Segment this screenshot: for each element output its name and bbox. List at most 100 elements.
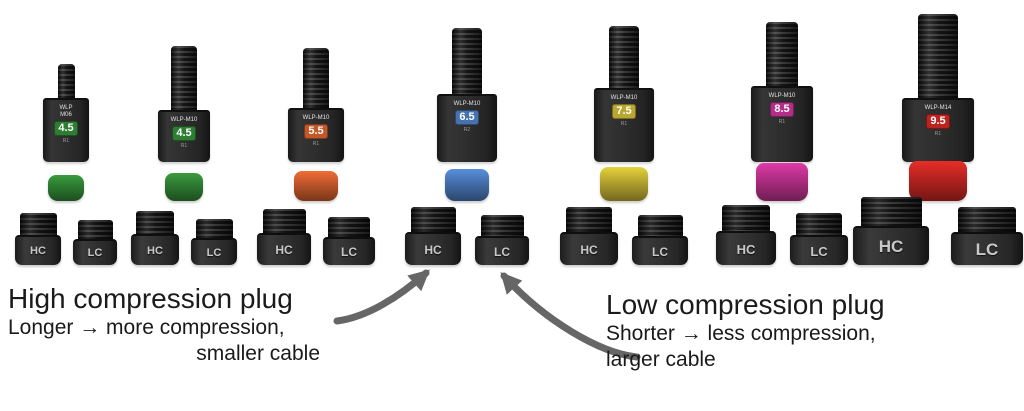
high-compression-title: High compression plug <box>8 283 293 314</box>
plug-thread-icon <box>328 217 370 237</box>
plug-label: HC <box>131 234 179 265</box>
plug-thread-icon <box>410 207 456 232</box>
plug-thread-icon <box>796 213 842 235</box>
plug-thread-icon <box>860 197 922 226</box>
plug-label: LC <box>191 238 237 265</box>
plug-label: LC <box>323 237 375 265</box>
plug-pair: HC LC <box>405 207 529 265</box>
seal-ring <box>756 163 808 201</box>
gland-size-badge: 9.5 <box>926 114 950 129</box>
gland-model-line: M06 <box>60 112 72 118</box>
gland-size-badge: 4.5 <box>54 121 78 136</box>
high-compression-detail-2: smaller cable <box>196 342 320 365</box>
plug-thread-icon <box>77 220 113 239</box>
gland-model-line: WLP-M14 <box>924 105 952 111</box>
high-compression-plug: HC <box>716 205 776 265</box>
plug-thread-icon <box>195 219 233 238</box>
plug-label: HC <box>257 233 311 265</box>
plug-pair: HC LC <box>853 197 1023 265</box>
plug-thread-icon <box>262 209 306 233</box>
gland-thread-icon <box>171 46 197 110</box>
low-compression-detail-1: Shorter → less compression, <box>606 322 876 345</box>
low-compression-plug: LC <box>790 213 848 265</box>
plug-thread-icon <box>19 213 57 235</box>
gland-variant-label: R2 <box>463 127 471 133</box>
high-compression-plug: HC <box>405 207 461 265</box>
seal-ring <box>165 173 203 201</box>
plug-pair: HC LC <box>560 207 688 265</box>
low-compression-plug: LC <box>951 207 1023 265</box>
plug-label: HC <box>560 232 618 265</box>
gland-variant-label: R1 <box>62 138 70 144</box>
plug-label: LC <box>790 235 848 265</box>
gland-size-badge: 7.5 <box>612 104 636 119</box>
high-compression-plug: HC <box>257 209 311 265</box>
gland-model-line: WLP-M10 <box>453 101 481 107</box>
plug-pair: HC LC <box>15 213 117 265</box>
low-compression-plug: LC <box>475 215 529 265</box>
gland-model-label: WLP-M10 <box>303 115 330 122</box>
plug-label: LC <box>632 236 688 265</box>
gland-thread-icon <box>452 28 482 94</box>
gland-size-badge: 6.5 <box>455 110 479 125</box>
gland-thread-icon <box>918 14 958 98</box>
high-compression-plug: HC <box>853 197 929 265</box>
low-compression-title: Low compression plug <box>606 289 885 320</box>
plug-label: HC <box>15 235 61 265</box>
plug-label: LC <box>475 236 529 265</box>
gland-model-line: WLP-M10 <box>610 95 638 101</box>
gland-model-label: WLP-M14 <box>925 105 952 112</box>
plug-label: HC <box>405 232 461 265</box>
plug-label: HC <box>853 226 929 265</box>
seal-ring <box>48 175 84 201</box>
high-compression-plug: HC <box>560 207 618 265</box>
plug-thread-icon <box>958 207 1016 232</box>
plug-pair: HC LC <box>131 211 237 265</box>
gland-variant-label: R1 <box>620 121 628 127</box>
gland-model-line: WLP-M10 <box>170 117 198 123</box>
plug-pair: HC LC <box>257 209 375 265</box>
seal-ring <box>909 161 967 201</box>
plug-label: LC <box>951 232 1023 265</box>
plug-thread-icon <box>136 211 174 234</box>
gland-model-label: WLP-M10 <box>171 117 198 124</box>
gland-thread-icon <box>609 26 639 88</box>
plug-thread-icon <box>566 207 612 232</box>
high-compression-plug: HC <box>15 213 61 265</box>
seal-ring <box>445 169 489 201</box>
gland-variant-label: R1 <box>312 141 320 147</box>
high-compression-detail-1: Longer → more compression, <box>8 316 285 339</box>
plug-thread-icon <box>637 215 683 236</box>
plug-pair: HC LC <box>716 205 848 265</box>
gland-size-badge: 8.5 <box>770 102 794 117</box>
low-compression-plug: LC <box>632 215 688 265</box>
gland-model-line: WLP-M10 <box>768 93 796 99</box>
high-compression-plug: HC <box>131 211 179 265</box>
low-compression-plug: LC <box>73 220 117 265</box>
gland-model-label: WLP-M10 <box>769 93 796 100</box>
gland-size-badge: 5.5 <box>304 124 328 139</box>
plug-thread-icon <box>722 205 770 231</box>
plug-label: HC <box>716 231 776 265</box>
plug-thread-icon <box>480 215 524 236</box>
low-compression-plug: LC <box>191 219 237 265</box>
gland-model-line: WLP <box>59 105 73 111</box>
gland-model-line: WLP-M10 <box>302 115 330 121</box>
low-compression-detail-2: larger cable <box>606 348 716 371</box>
seal-ring <box>294 171 338 201</box>
gland-variant-label: R1 <box>180 143 188 149</box>
